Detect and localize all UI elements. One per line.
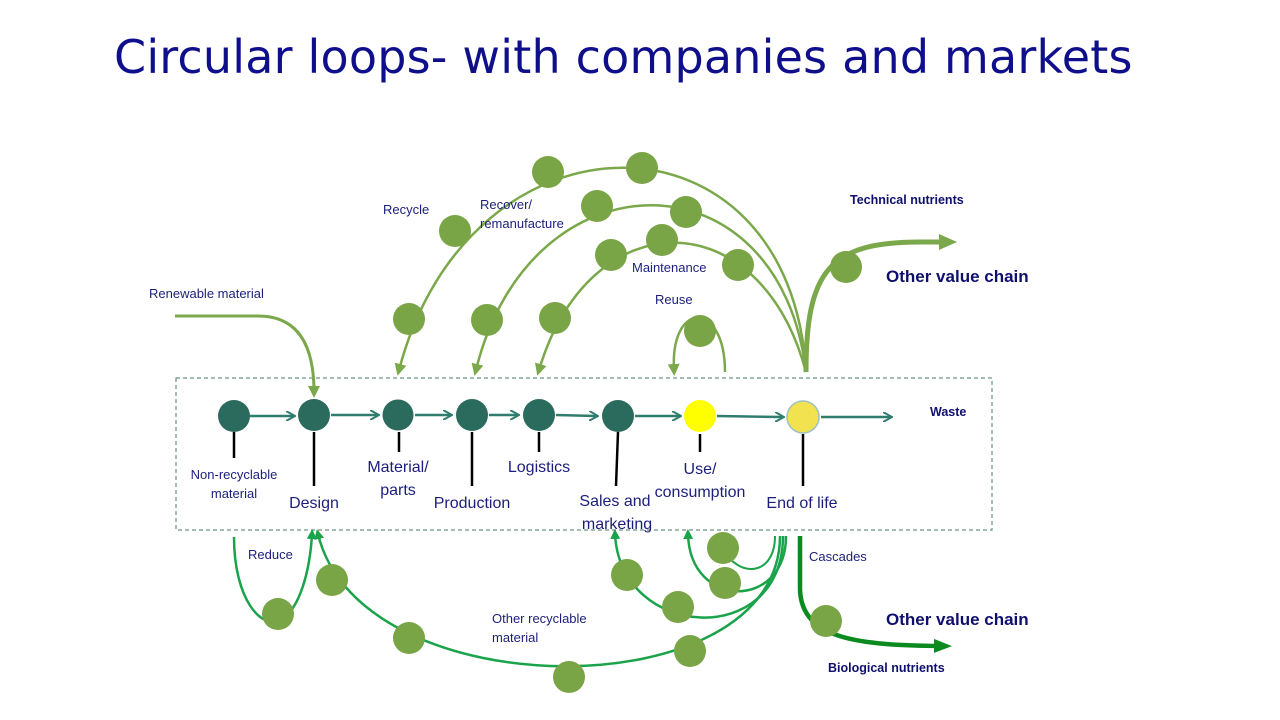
company-dot <box>471 304 503 336</box>
company-dot <box>674 635 706 667</box>
technical-nutrients-flow <box>803 234 957 373</box>
company-dot <box>722 249 754 281</box>
company-dot <box>581 190 613 222</box>
company-dot <box>646 224 678 256</box>
node-sales-marketing <box>602 400 634 432</box>
company-dot <box>670 196 702 228</box>
stage-material-1: Material/ <box>367 459 429 476</box>
stage-logistics: Logistics <box>508 459 570 476</box>
label-reuse: Reuse <box>655 292 693 307</box>
company-dot <box>626 152 658 184</box>
label-cascades: Cascades <box>809 549 867 564</box>
biological-nutrients-flow <box>797 536 952 653</box>
company-dot <box>439 215 471 247</box>
stage-non-recyclable-1: Non-recyclable <box>191 467 278 482</box>
company-dot <box>707 532 739 564</box>
label-recycle: Recycle <box>383 202 429 217</box>
node-non-recyclable <box>218 400 250 432</box>
company-dot <box>393 303 425 335</box>
slide-title: Circular loops- with companies and marke… <box>114 30 1133 84</box>
stage-sales-2: marketing <box>582 516 652 533</box>
label-renewable-material: Renewable material <box>149 286 264 301</box>
node-design <box>298 399 330 431</box>
node-use-consumption <box>684 400 716 432</box>
company-dot <box>611 559 643 591</box>
chain-connector <box>555 415 596 416</box>
label-maintenance: Maintenance <box>632 260 706 275</box>
stage-use-1: Use/ <box>684 461 717 478</box>
stage-design: Design <box>289 495 339 512</box>
company-dot <box>393 622 425 654</box>
label-other-recyclable-1: Other recyclable <box>492 611 587 626</box>
stage-non-recyclable-2: material <box>211 486 257 501</box>
company-dot <box>662 591 694 623</box>
label-other-recyclable-2: material <box>492 630 538 645</box>
company-dot <box>262 598 294 630</box>
company-dot <box>532 156 564 188</box>
node-production <box>456 399 488 431</box>
label-waste: Waste <box>930 405 966 419</box>
node-material-parts <box>382 399 414 431</box>
label-remanufacture: remanufacture <box>480 216 564 231</box>
node-end-of-life <box>786 400 820 434</box>
stage-stem <box>614 431 620 487</box>
stage-use-2: consumption <box>655 484 746 501</box>
stage-material-2: parts <box>380 482 416 499</box>
label-recover: Recover/ <box>480 197 532 212</box>
company-dot <box>553 661 585 693</box>
label-other-value-chain-bottom: Other value chain <box>886 610 1029 629</box>
company-dots <box>262 152 862 693</box>
company-dot <box>709 567 741 599</box>
company-dot <box>539 302 571 334</box>
label-biological-nutrients: Biological nutrients <box>828 661 945 675</box>
node-logistics <box>523 399 555 431</box>
company-dot <box>595 239 627 271</box>
renewable-material-flow <box>175 314 320 398</box>
company-dot <box>316 564 348 596</box>
company-dot <box>810 605 842 637</box>
chain-connector <box>716 416 782 417</box>
stage-sales-1: Sales and <box>579 493 650 510</box>
value-chain-box <box>175 377 993 531</box>
stage-production: Production <box>434 495 511 512</box>
remanufacture-loop <box>471 204 808 376</box>
label-reduce: Reduce <box>248 547 293 562</box>
label-other-value-chain-top: Other value chain <box>886 267 1029 286</box>
company-dot <box>830 251 862 283</box>
recycle-loop <box>394 166 808 376</box>
company-dot <box>684 315 716 347</box>
stage-end-of-life: End of life <box>766 495 837 512</box>
label-technical-nutrients: Technical nutrients <box>850 193 964 207</box>
